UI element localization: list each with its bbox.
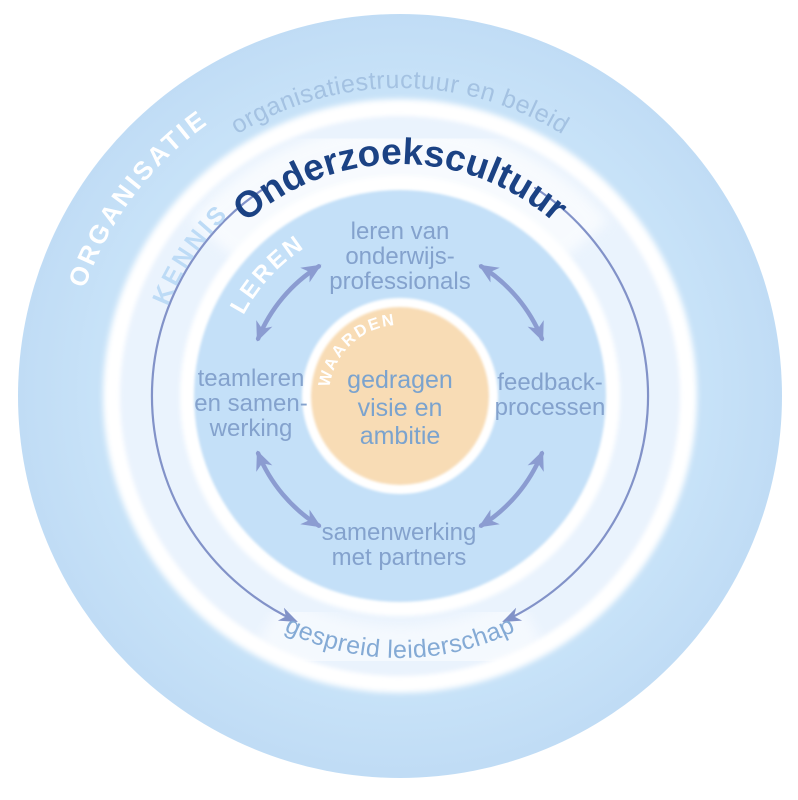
- cycle-arrow-top-left: [255, 264, 322, 342]
- center-text: gedragen visie en ambitie: [347, 366, 453, 450]
- center-line-2: visie en: [358, 394, 443, 422]
- item-bottom-line-1: samenwerking: [322, 519, 477, 546]
- item-bottom-line-2: met partners: [332, 544, 467, 571]
- item-right: feedback- processen: [495, 369, 606, 421]
- cycle-arrow-bottom-right: [478, 450, 545, 528]
- item-bottom: samenwerking met partners: [322, 519, 477, 571]
- cycle-arrow-top-right: [478, 264, 545, 342]
- ring-arrow-left: [150, 186, 298, 623]
- item-left-line-3: werking: [209, 415, 293, 442]
- item-right-line-2: processen: [495, 394, 606, 421]
- item-top: leren van onderwijs- professionals: [329, 218, 470, 295]
- item-left: teamleren en samen- werking: [194, 365, 307, 442]
- cycle-arrow-bottom-left: [255, 450, 322, 528]
- ring-arrow-right: [502, 186, 650, 623]
- center-line-1: gedragen: [347, 366, 453, 394]
- item-top-line-2: onderwijs-: [345, 243, 454, 270]
- bottom-text-glow: [257, 594, 543, 682]
- waarden-center-circle: [311, 307, 489, 485]
- item-left-line-1: teamleren: [198, 365, 305, 392]
- item-top-line-1: leren van: [351, 218, 450, 245]
- item-right-line-1: feedback-: [497, 369, 602, 396]
- item-top-line-3: professionals: [329, 268, 470, 295]
- center-line-3: ambitie: [360, 422, 441, 450]
- title-glow: [191, 124, 609, 263]
- item-left-line-2: en samen-: [194, 390, 307, 417]
